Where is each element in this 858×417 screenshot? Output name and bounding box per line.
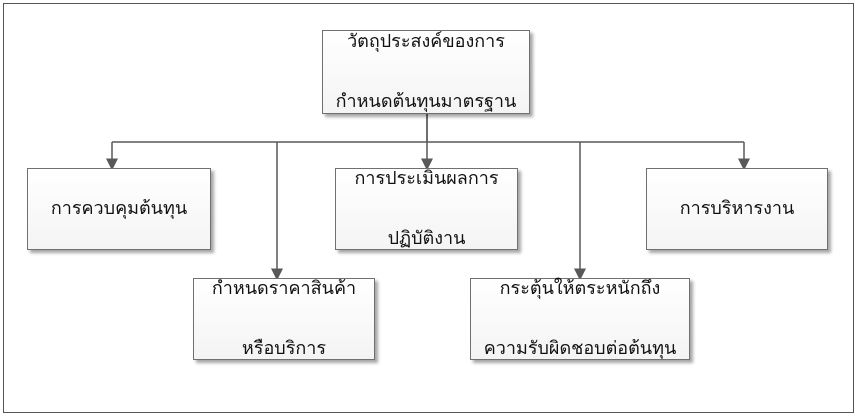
performance-eval-box: การประเมินผลการ ปฏิบัติงาน: [335, 168, 518, 250]
pricing-box: กำหนดราคาสินค้า หรือบริการ: [193, 278, 375, 360]
cost-control-box: การควบคุมต้นทุน: [27, 168, 211, 250]
performance-eval-line-1: การประเมินผลการ: [354, 168, 499, 189]
cost-control-label: การควบคุมต้นทุน: [50, 198, 188, 219]
cost-awareness-box: กระตุ้นให้ตระหนักถึง ความรับผิดชอบต่อต้น…: [470, 278, 690, 360]
performance-eval-line-2: ปฏิบัติงาน: [387, 228, 466, 249]
management-label: การบริหารงาน: [679, 198, 795, 219]
pricing-line-1: กำหนดราคาสินค้า: [211, 278, 357, 299]
cost-awareness-line-1: กระตุ้นให้ตระหนักถึง: [499, 278, 661, 299]
pricing-line-2: หรือบริการ: [241, 338, 327, 359]
root-line-1: วัตถุประสงค์ของการ: [347, 31, 505, 52]
root-objective-box: วัตถุประสงค์ของการ กำหนดต้นทุนมาตรฐาน: [322, 30, 530, 114]
cost-awareness-line-2: ความรับผิดชอบต่อต้นทุน: [483, 338, 677, 359]
management-box: การบริหารงาน: [646, 168, 828, 250]
root-line-2: กำหนดต้นทุนมาตรฐาน: [335, 91, 517, 112]
